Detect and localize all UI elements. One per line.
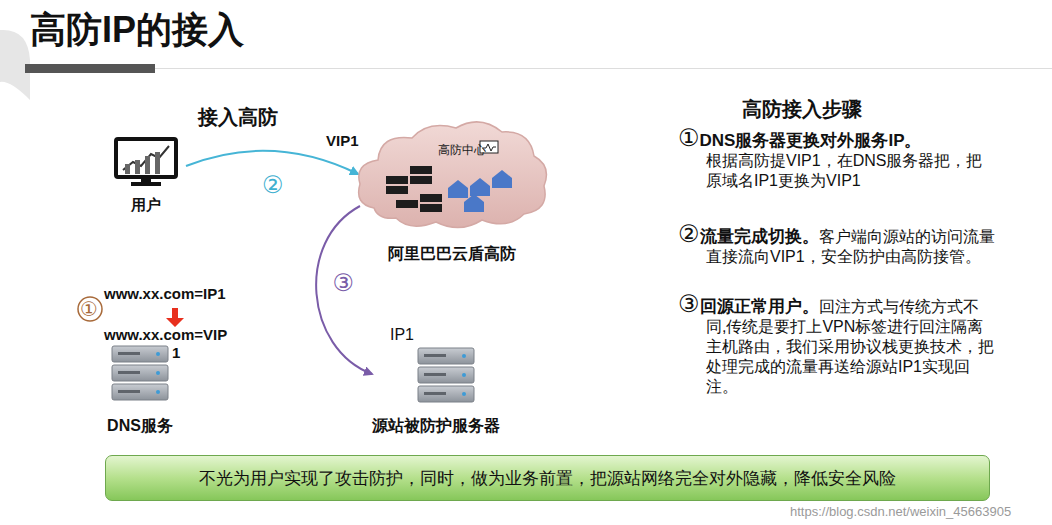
- node-label: 用户: [131, 196, 161, 215]
- step-number: ②: [678, 220, 700, 247]
- connector: [186, 151, 358, 174]
- step-number: ③: [678, 290, 700, 317]
- user-node: 用户: [108, 136, 184, 215]
- node-label: 阿里巴巴云盾高防: [388, 244, 516, 265]
- step-item: ③回源正常用户。回注方式与传统方式不同,传统是要打上VPN标签进行回注隔离主机路…: [678, 294, 998, 397]
- cloud-shape: [352, 116, 552, 234]
- red-arrow: [166, 308, 184, 327]
- callout-number: ②: [260, 172, 286, 198]
- callout-ring: [78, 297, 102, 321]
- text-label: 接入高防: [198, 104, 278, 131]
- step-item: ①DNS服务器更换对外服务IP。根据高防提VIP1，在DNS服务器把，把原域名I…: [678, 128, 998, 191]
- monitor-icon: [113, 136, 179, 188]
- band-text: 不光为用户实现了攻击防护，同时，做为业务前置，把源站网络完全对外隐藏，降低安全风…: [199, 467, 896, 490]
- node-label: 源站被防护服务器: [372, 416, 500, 437]
- text-label: VIP1: [326, 132, 359, 149]
- step-number: ①: [678, 124, 700, 151]
- text-label: www.xx.com=VIP: [104, 326, 227, 343]
- page-title: 高防IP的接入: [30, 6, 244, 55]
- step-item: ②流量完成切换。客户端向源站的访问流量直接流向VIP1，安全防护由高防接管。: [678, 224, 998, 267]
- title-rule: [155, 68, 1052, 69]
- connector: [316, 206, 372, 374]
- step-body: 根据高防提VIP1，在DNS服务器把，把原域名IP1更换为VIP1: [706, 152, 982, 189]
- text-label: 高防接入步骤: [742, 96, 862, 123]
- summary-band: 不光为用户实现了攻击防护，同时，做为业务前置，把源站网络完全对外隐藏，降低安全风…: [105, 455, 990, 501]
- step-heading: 流量完成切换。: [700, 227, 819, 246]
- step-heading: 回源正常用户。: [700, 297, 819, 316]
- origin-server: IP1 源站被防护服务器: [372, 326, 500, 437]
- server-icon: [110, 344, 170, 404]
- server-icon: [416, 346, 476, 406]
- text-label: 1: [172, 344, 180, 361]
- callout-number: ③: [331, 270, 357, 296]
- title-bar: [25, 64, 155, 73]
- watermark: https://blog.csdn.net/weixin_45663905: [790, 504, 1011, 519]
- text-label: www.xx.com=IP1: [104, 285, 226, 302]
- cloud-node: 高防中心阿里巴巴云盾高防: [352, 116, 552, 265]
- step-heading: DNS服务器更换对外服务IP。: [700, 131, 922, 150]
- node-label: DNS服务: [107, 416, 173, 437]
- cloud-title: 高防中心: [438, 142, 486, 159]
- callout-number: ①: [80, 297, 98, 321]
- node-label: IP1: [390, 326, 414, 344]
